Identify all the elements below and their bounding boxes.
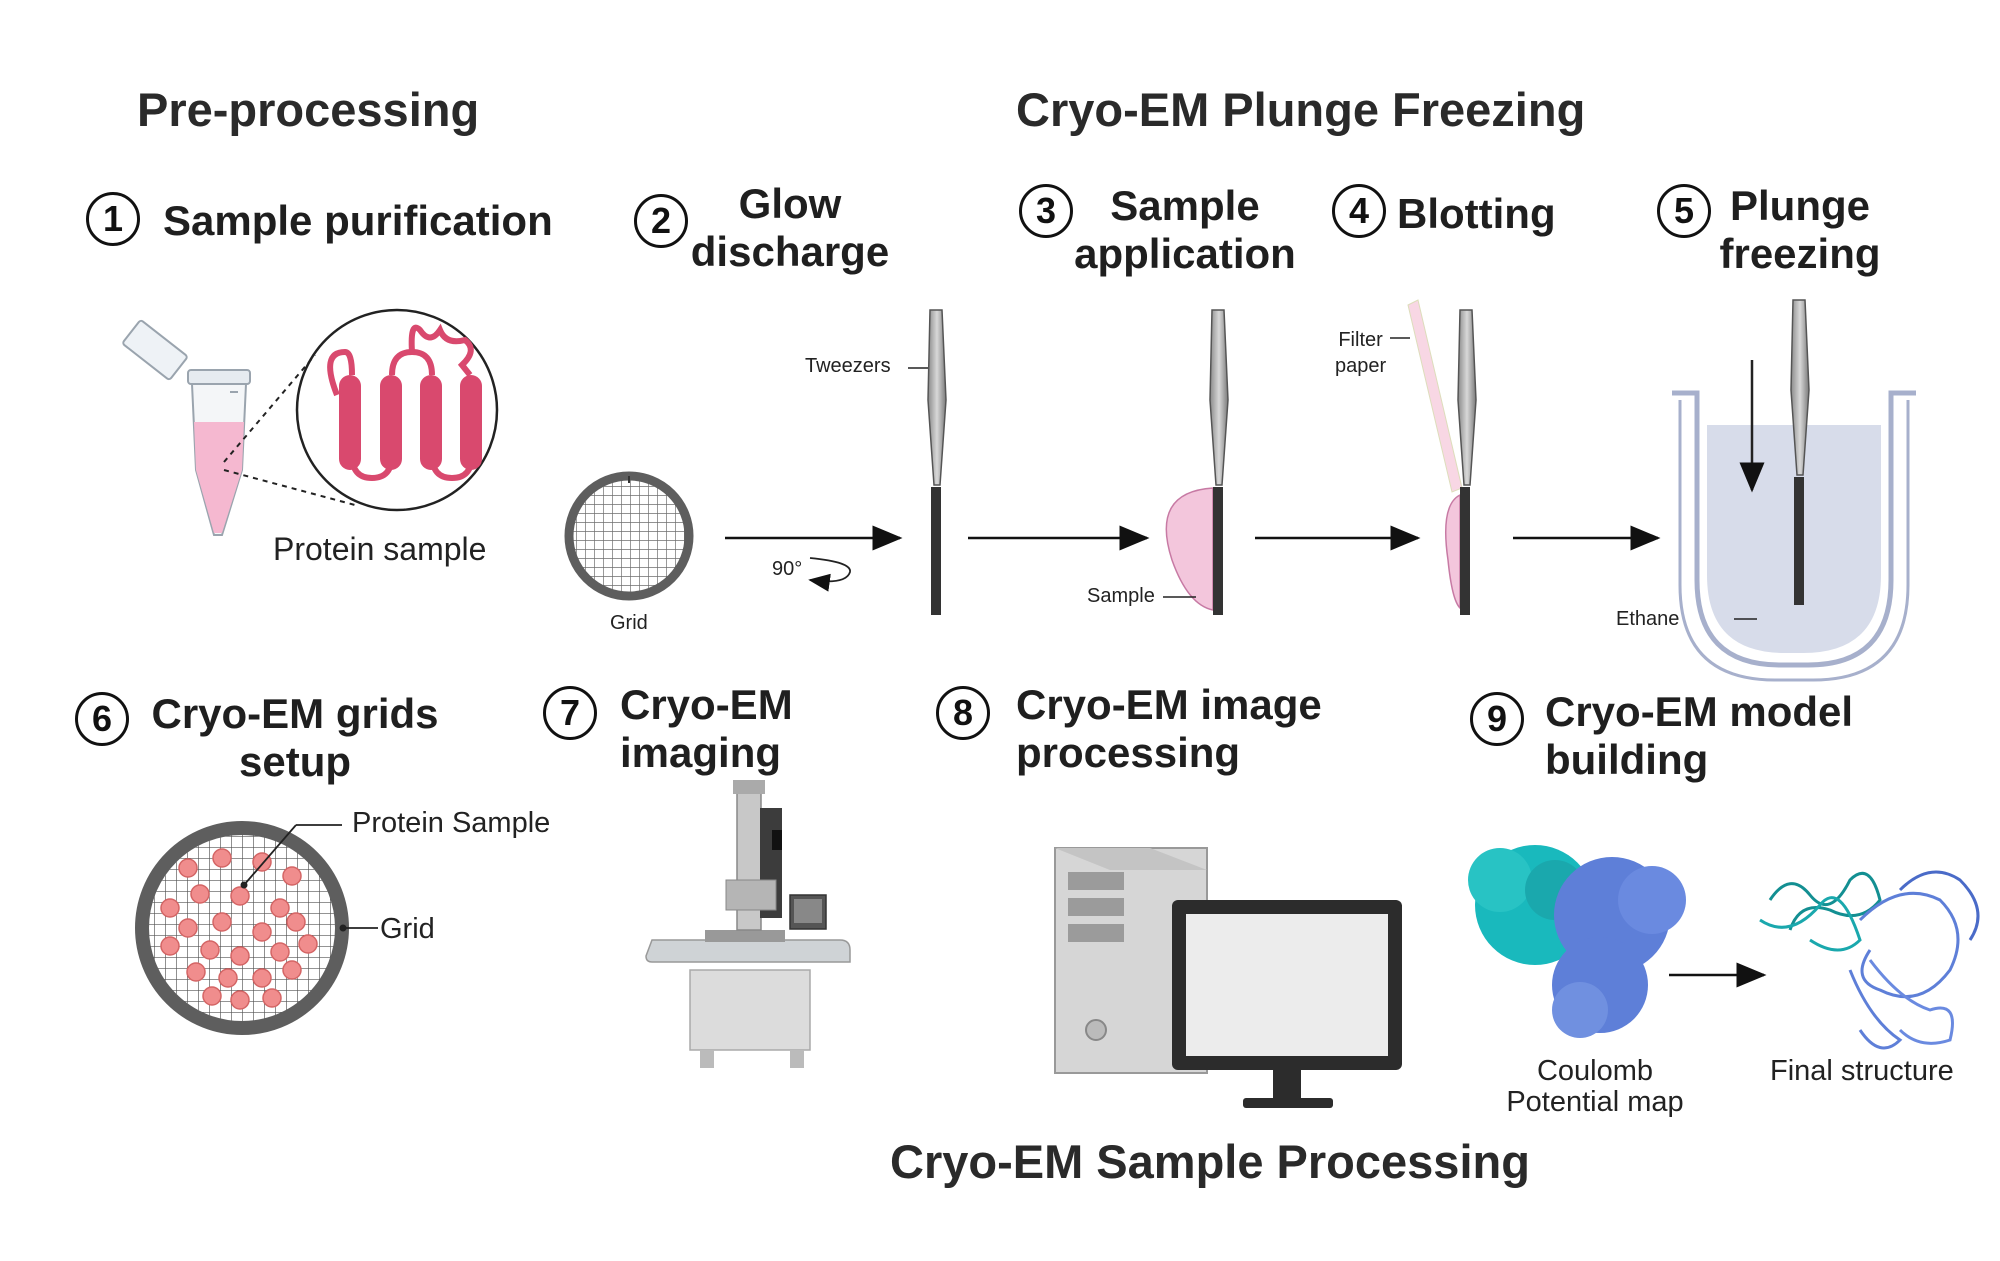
step-7-number: 7 bbox=[543, 686, 597, 740]
step-2-title-line1: Glow bbox=[738, 180, 842, 227]
step-8-title-line1: Cryo-EM image bbox=[1016, 681, 1322, 728]
grid-disc-icon bbox=[564, 471, 694, 601]
coulomb-map-label-line1: Coulomb bbox=[1536, 1055, 1654, 1087]
step-1-number: 1 bbox=[86, 192, 140, 246]
sample-processing-header: Cryo-EM Sample Processing bbox=[890, 1135, 1530, 1188]
monitor-icon bbox=[1172, 900, 1402, 1108]
rotation-arrow-icon bbox=[808, 557, 851, 592]
filter-paper-label: Filter paper bbox=[1335, 327, 1386, 379]
filter-paper-icon bbox=[1407, 299, 1463, 493]
filter-paper-label-line2: paper bbox=[1335, 355, 1387, 377]
step-8-title: Cryo-EM image processing bbox=[1016, 681, 1322, 777]
step-7-title-line2: imaging bbox=[620, 729, 782, 776]
sample-label: Sample bbox=[1087, 585, 1155, 607]
step-4-title: Blotting bbox=[1397, 190, 1556, 237]
step-3-title: Sample application bbox=[1070, 182, 1300, 278]
tweezers-label: Tweezers bbox=[805, 355, 891, 377]
step-7-title: Cryo-EM imaging bbox=[620, 681, 793, 777]
process-arrows bbox=[725, 525, 1767, 988]
rotation-label: 90° bbox=[772, 558, 803, 580]
final-structure-label: Final structure bbox=[1770, 1055, 1954, 1087]
step-6-title: Cryo-EM grids setup bbox=[145, 690, 445, 786]
step-5-number: 5 bbox=[1657, 184, 1711, 238]
plunge-freezing-header: Cryo-EM Plunge Freezing bbox=[1016, 83, 1586, 136]
ribbon-structure-icon bbox=[1759, 870, 1980, 1050]
ethane-bath-icon bbox=[1672, 299, 1916, 682]
ethane-label: Ethane bbox=[1616, 608, 1680, 630]
grid-protein-sample-label: Protein Sample bbox=[352, 807, 551, 839]
tweezers-icon bbox=[1390, 299, 1477, 615]
protein-sample-label: Protein sample bbox=[273, 531, 487, 567]
filter-paper-label-line1: Filter bbox=[1338, 329, 1383, 351]
step-2-number: 2 bbox=[634, 194, 688, 248]
step-5-title: Plunge freezing bbox=[1710, 182, 1890, 278]
step-8-title-line2: processing bbox=[1016, 729, 1241, 776]
grid-setup-grid-label: Grid bbox=[380, 913, 435, 945]
step-8-number: 8 bbox=[936, 686, 990, 740]
step-2-title: Glow discharge bbox=[690, 180, 890, 276]
step-4-number: 4 bbox=[1332, 184, 1386, 238]
grid-setup-icon bbox=[135, 821, 378, 1035]
step-6-number: 6 bbox=[75, 692, 129, 746]
step-1-title: Sample purification bbox=[163, 197, 553, 244]
step-3-title-line1: Sample bbox=[1110, 182, 1260, 229]
microscope-icon bbox=[645, 780, 851, 1068]
step-9-title-line1: Cryo-EM model bbox=[1545, 688, 1854, 735]
protein-magnifier-icon bbox=[223, 308, 499, 512]
coulomb-map-label: Coulomb Potential map bbox=[1490, 1056, 1700, 1118]
step-2-title-line2: discharge bbox=[690, 228, 890, 275]
step-9-title: Cryo-EM model building bbox=[1545, 688, 1853, 784]
preprocessing-header: Pre-processing bbox=[137, 83, 480, 136]
tweezers-icon bbox=[1163, 309, 1229, 615]
step-9-number: 9 bbox=[1470, 692, 1524, 746]
tube-icon bbox=[122, 319, 251, 536]
tweezers-icon bbox=[908, 309, 947, 615]
step-7-title-line1: Cryo-EM bbox=[620, 681, 793, 728]
step-5-title-line1: Plunge bbox=[1729, 182, 1870, 229]
step-6-title-line1: Cryo-EM grids bbox=[151, 690, 439, 737]
step-5-title-line2: freezing bbox=[1719, 230, 1881, 277]
coulomb-map-icon bbox=[1468, 845, 1686, 1038]
coulomb-map-label-line2: Potential map bbox=[1506, 1086, 1684, 1118]
step-9-title-line2: building bbox=[1545, 736, 1709, 783]
grid-label: Grid bbox=[610, 612, 648, 634]
step-3-number: 3 bbox=[1019, 184, 1073, 238]
step-6-title-line2: setup bbox=[238, 738, 351, 785]
step-3-title-line2: application bbox=[1074, 230, 1296, 277]
